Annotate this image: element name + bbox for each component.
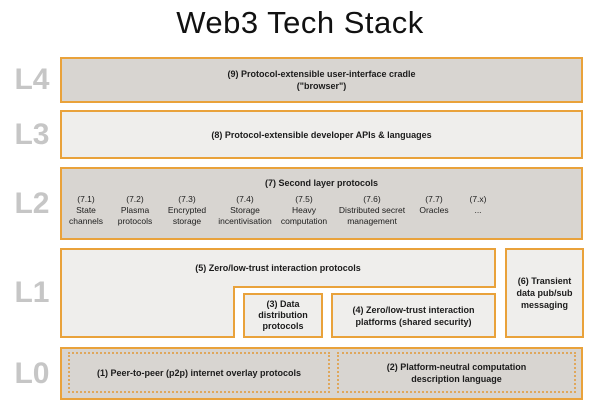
box9-line1: (9) Protocol-extensible user-interface c… — [227, 69, 416, 79]
box7-item-other: (7.x)... — [469, 194, 487, 215]
box9-line2: ("browser") — [296, 81, 347, 91]
layer-label-l4: L4 — [14, 63, 50, 96]
box-data-distribution-protocols: (3) Data distribution protocols — [243, 293, 323, 338]
box7-item-plasma-protocols: (7.2)Plasma protocols — [117, 194, 153, 226]
box-platform-neutral-computation-language: (2) Platform-neutral computation descrip… — [337, 352, 576, 393]
box8-label: (8) Protocol-extensible developer APIs &… — [211, 129, 432, 140]
box7-header: (7) Second layer protocols — [264, 178, 379, 188]
box-interaction-platforms-shared-security: (4) Zero/low-trust interaction platforms… — [331, 293, 496, 338]
box5-label: (5) Zero/low-trust interaction protocols — [195, 263, 361, 273]
page-title: Web3 Tech Stack — [176, 5, 424, 40]
box7-item-storage-incentivisation: (7.4)Storage incentivisation — [218, 194, 272, 226]
box7-item-oracles: (7.7)Oracles — [419, 194, 449, 215]
box4-label: (4) Zero/low-trust interaction platforms… — [352, 304, 475, 327]
box7-item-heavy-computation: (7.5)Heavy computation — [280, 194, 328, 226]
box-developer-apis-languages: (8) Protocol-extensible developer APIs &… — [60, 110, 583, 159]
box-second-layer-protocols: (7) Second layer protocols (7.1)State ch… — [60, 167, 583, 240]
box7-item-state-channels: (7.1)State channels — [68, 194, 104, 226]
box3-label: (3) Data distribution protocols — [258, 299, 308, 331]
box7-items-row: (7.1)State channels (7.2)Plasma protocol… — [62, 194, 581, 227]
box7-item-encrypted-storage: (7.3)Encrypted storage — [167, 194, 207, 226]
layer-label-l0: L0 — [14, 357, 50, 390]
layer-label-l3: L3 — [14, 118, 50, 151]
box1-label: (1) Peer-to-peer (p2p) internet overlay … — [96, 367, 302, 378]
box-p2p-overlay-protocols: (1) Peer-to-peer (p2p) internet overlay … — [68, 352, 330, 393]
box-protocol-extensible-ui-cradle: (9) Protocol-extensible user-interface c… — [60, 57, 583, 103]
layer-label-l1: L1 — [14, 276, 50, 309]
box2-label: (2) Platform-neutral computation descrip… — [386, 361, 527, 384]
layer-label-l2: L2 — [14, 187, 50, 220]
box7-item-distributed-secret-management: (7.6)Distributed secret management — [338, 194, 406, 226]
box6-label: (6) Transient data pub/sub messaging — [516, 276, 573, 310]
box-transient-data-pubsub-messaging: (6) Transient data pub/sub messaging — [505, 248, 584, 338]
